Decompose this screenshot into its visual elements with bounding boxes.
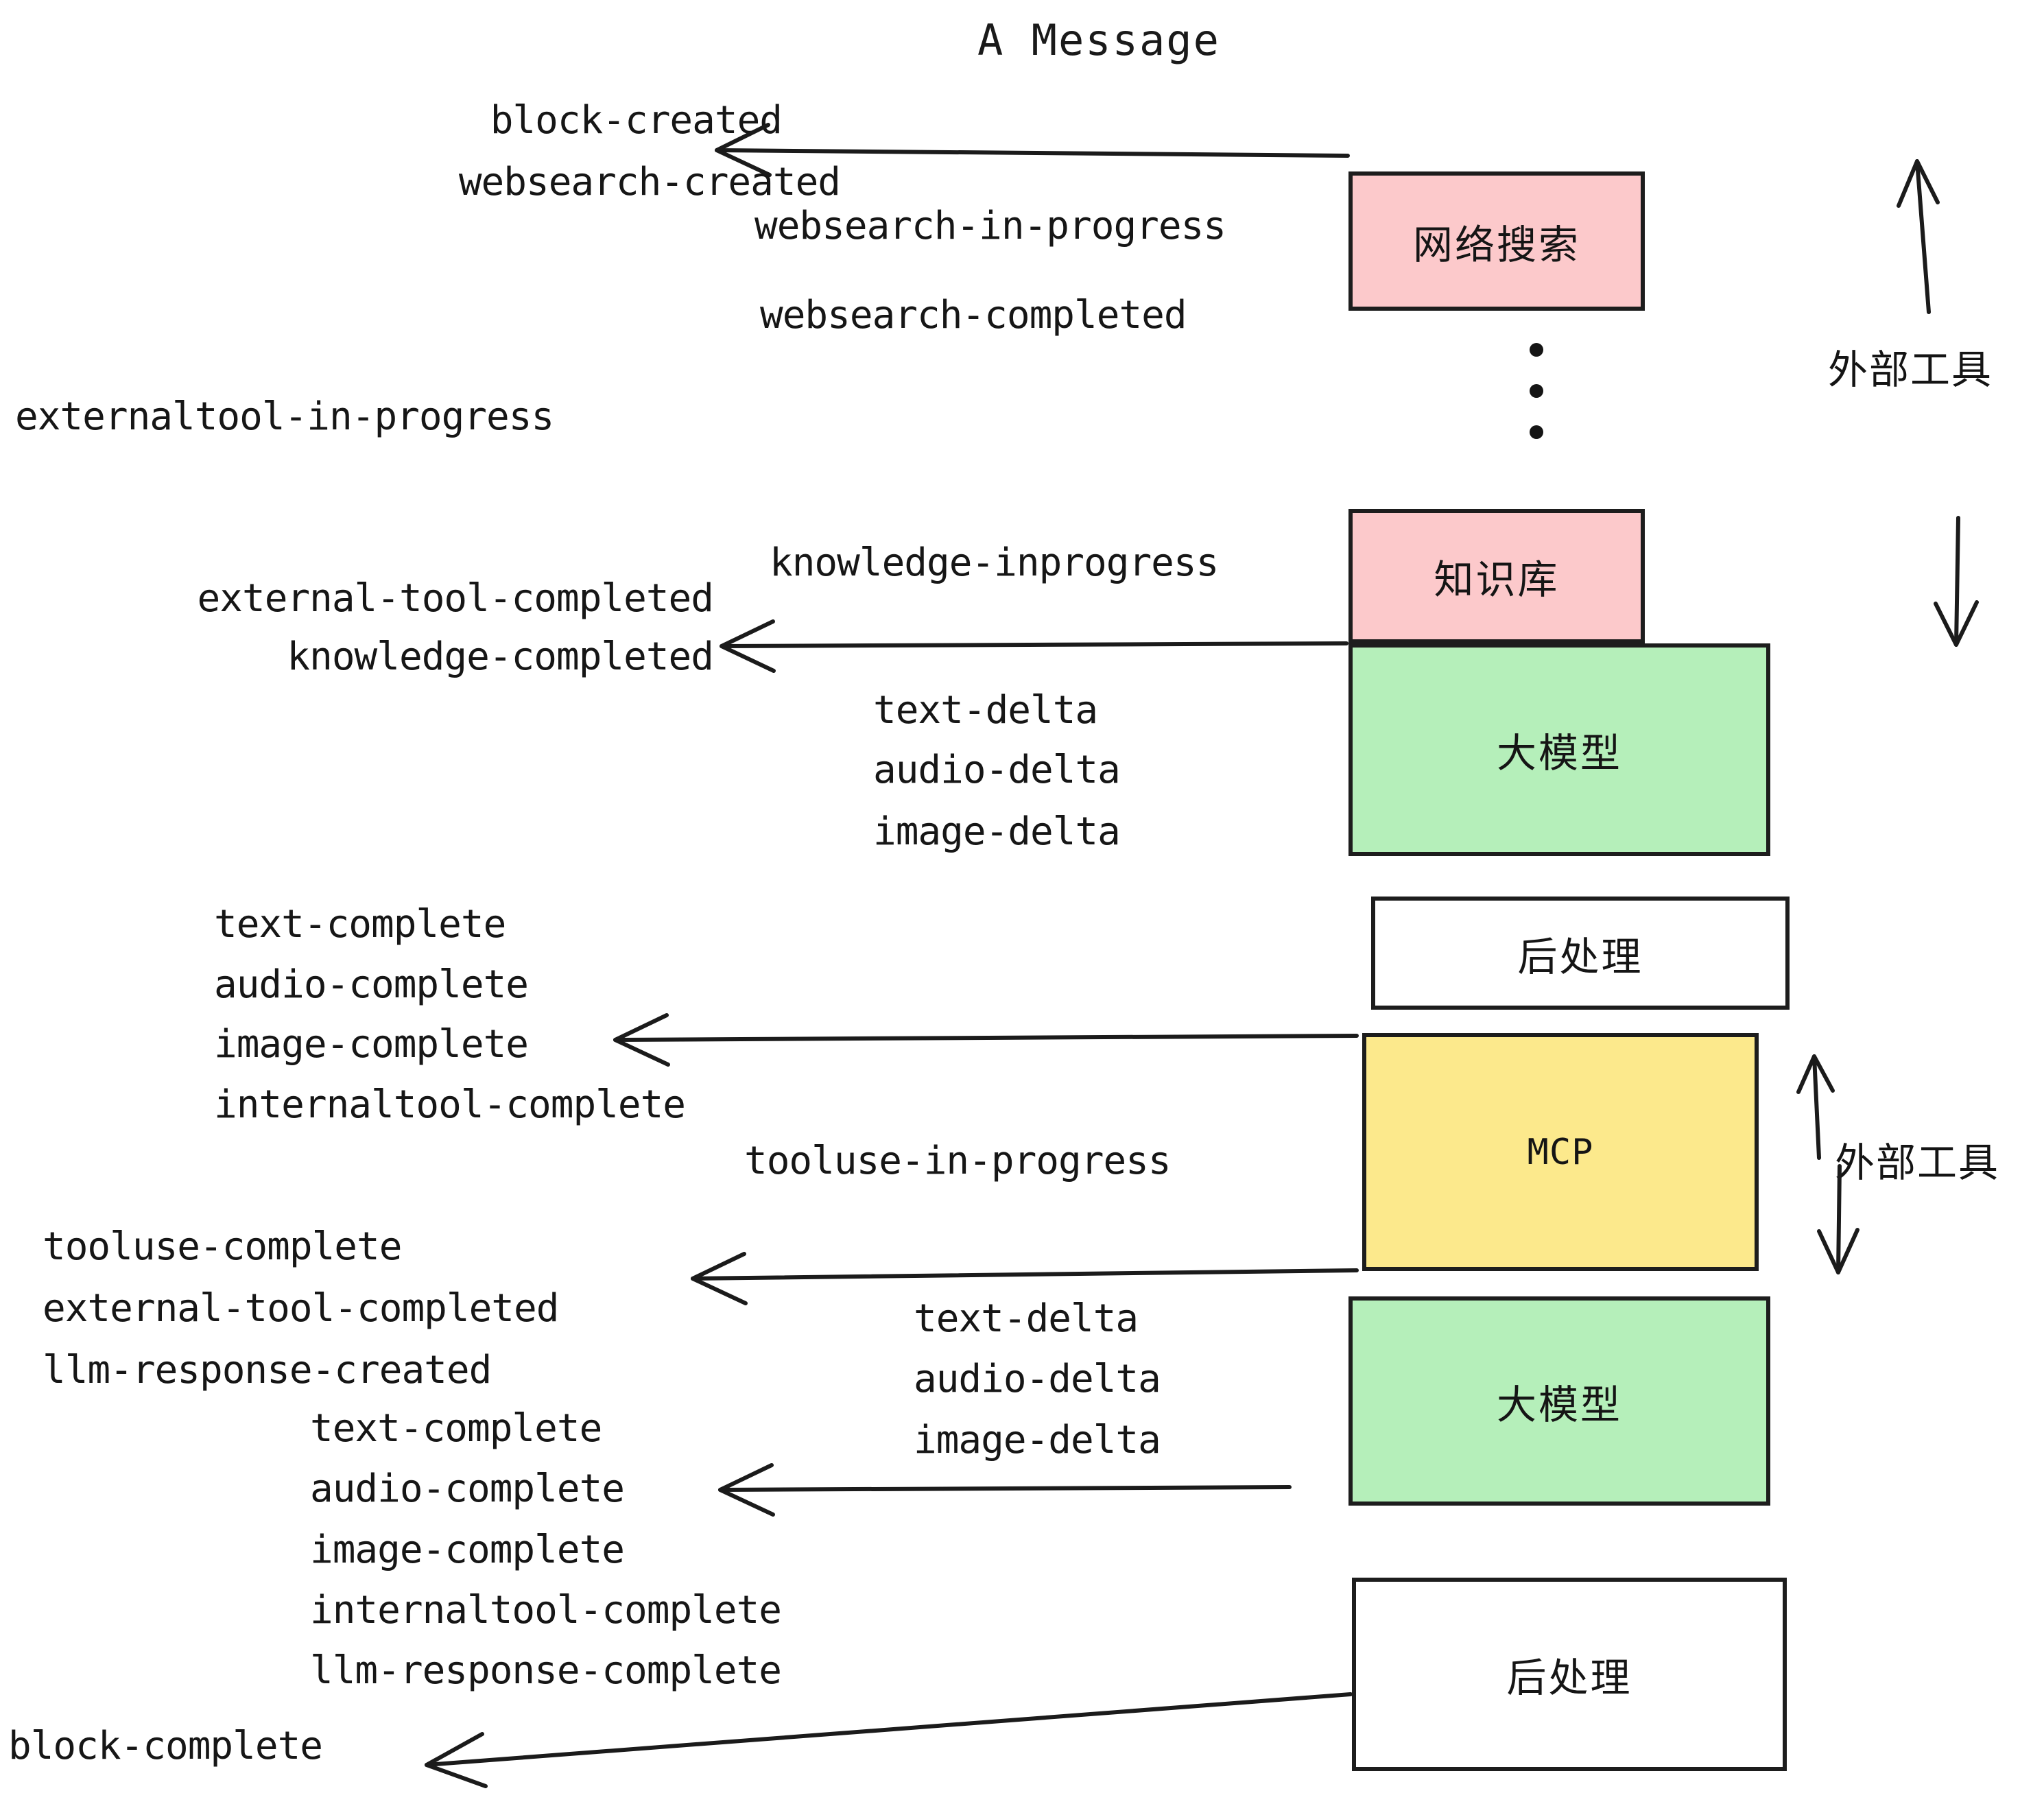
node-websearch[interactable]: 网络搜索 xyxy=(1348,171,1645,311)
arrow-postprocessing-1-to-image-complete xyxy=(613,1013,1359,1067)
node-llm-2[interactable]: 大模型 xyxy=(1348,1296,1770,1506)
arrow-external-tools-bottom-up xyxy=(1796,1054,1835,1160)
event-label-tooluse-in-progress: tooluse-in-progress xyxy=(744,1139,1172,1183)
event-label-text-delta-2: text-delta xyxy=(914,1296,1139,1341)
node-llm-1-label: 大模型 xyxy=(1496,730,1622,776)
ellipsis-dot xyxy=(1530,343,1543,357)
event-label-audio-complete-1: audio-complete xyxy=(214,962,529,1007)
event-label-internaltool-complete-2: internaltool-complete xyxy=(310,1588,782,1633)
event-label-internaltool-complete-1: internaltool-complete xyxy=(214,1082,686,1127)
node-postprocessing-2[interactable]: 后处理 xyxy=(1352,1578,1787,1771)
node-websearch-label: 网络搜索 xyxy=(1412,221,1580,268)
node-mcp-label: MCP xyxy=(1527,1131,1594,1173)
event-label-block-complete: block-complete xyxy=(8,1724,323,1768)
event-label-image-delta-2: image-delta xyxy=(914,1418,1161,1462)
arrow-postprocessing-2-to-block-complete xyxy=(425,1692,1353,1788)
node-postprocessing-2-label: 后处理 xyxy=(1506,1654,1632,1701)
event-label-text-complete-2: text-complete xyxy=(310,1406,602,1451)
event-label-external-tool-completed-2: external-tool-completed xyxy=(43,1286,559,1331)
event-label-image-complete-1: image-complete xyxy=(214,1022,529,1067)
arrow-knowledge-to-knowledge-completed xyxy=(720,619,1348,673)
ellipsis-dots xyxy=(1530,343,1543,439)
event-label-websearch-completed: websearch-completed xyxy=(760,293,1187,337)
arrow-external-tools-top-up xyxy=(1897,159,1940,314)
event-label-text-complete-1: text-complete xyxy=(214,902,506,947)
event-label-external-tool-completed-1: external-tool-completed xyxy=(197,576,714,621)
node-llm-2-label: 大模型 xyxy=(1496,1381,1622,1428)
node-postprocessing-1-label: 后处理 xyxy=(1517,933,1643,980)
event-label-knowledge-inprogress: knowledge-inprogress xyxy=(770,541,1219,585)
node-mcp[interactable]: MCP xyxy=(1362,1033,1759,1271)
node-knowledge[interactable]: 知识库 xyxy=(1348,509,1645,643)
event-label-audio-delta-1: audio-delta xyxy=(873,748,1121,792)
side-label-external-tools-top: 外部工具 xyxy=(1828,346,1993,393)
ellipsis-dot xyxy=(1530,384,1543,398)
event-label-audio-complete-2: audio-complete xyxy=(310,1467,625,1511)
side-label-external-tools-bottom: 外部工具 xyxy=(1835,1139,2000,1186)
event-label-llm-response-created: llm-response-created xyxy=(43,1348,492,1392)
diagram-title: A Message xyxy=(977,15,1220,65)
event-label-text-delta-1: text-delta xyxy=(873,688,1098,733)
event-label-llm-response-complete: llm-response-complete xyxy=(310,1648,782,1693)
node-llm-1[interactable]: 大模型 xyxy=(1348,643,1770,856)
event-label-websearch-in-progress: websearch-in-progress xyxy=(754,204,1226,248)
event-label-externaltool-in-progress: externaltool-in-progress xyxy=(15,394,554,439)
event-label-knowledge-completed: knowledge-completed xyxy=(287,634,714,679)
event-label-block-created: block-created xyxy=(490,98,783,143)
arrow-external-tools-top-down xyxy=(1934,516,1979,647)
event-label-tooluse-complete: tooluse-complete xyxy=(43,1224,402,1269)
event-label-audio-delta-2: audio-delta xyxy=(914,1357,1161,1401)
event-label-image-complete-2: image-complete xyxy=(310,1528,625,1572)
node-knowledge-label: 知识库 xyxy=(1434,556,1560,603)
arrow-llm-2-to-audio-complete xyxy=(718,1463,1292,1517)
ellipsis-dot xyxy=(1530,425,1543,439)
event-label-image-delta-1: image-delta xyxy=(873,809,1121,854)
event-label-websearch-created: websearch-created xyxy=(458,160,841,204)
node-postprocessing-1[interactable]: 后处理 xyxy=(1371,897,1790,1010)
